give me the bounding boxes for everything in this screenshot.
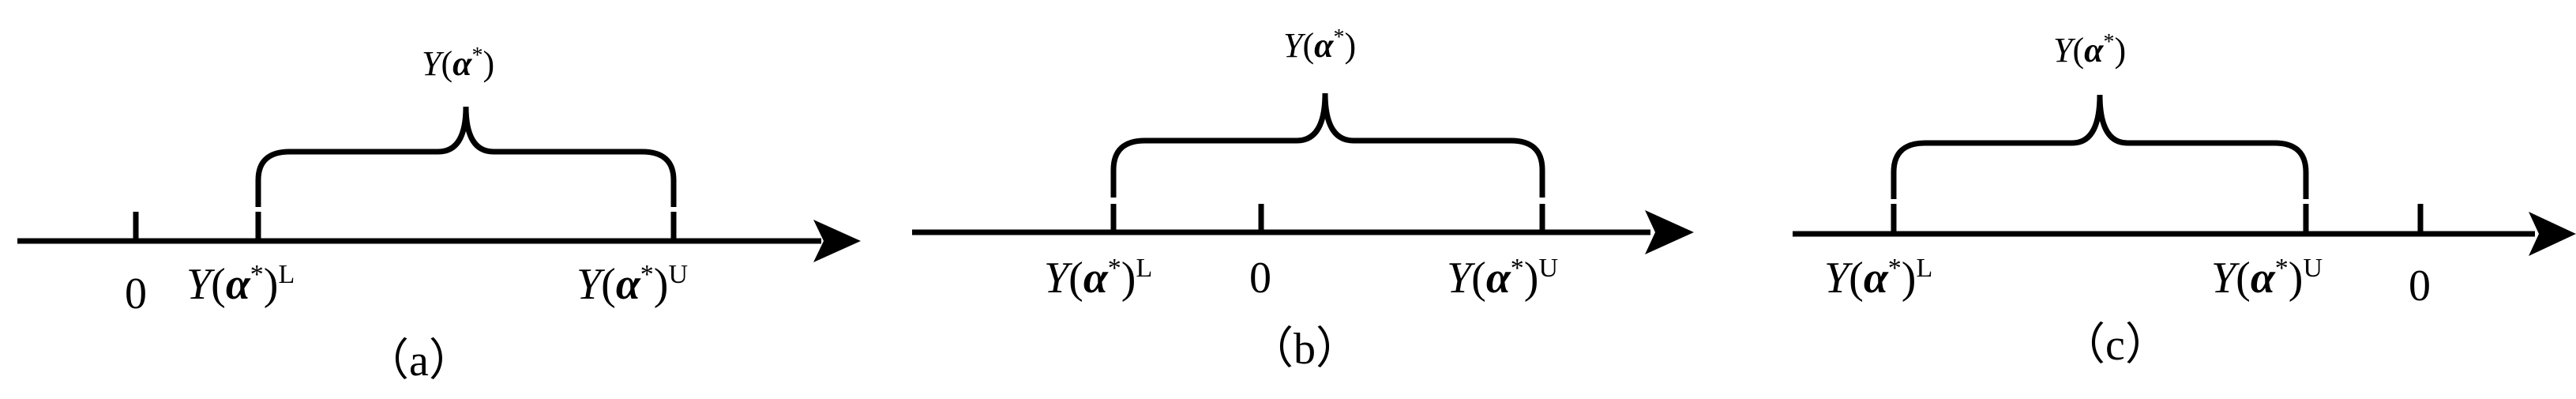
brace-label: Y(α*)	[1283, 25, 1356, 65]
arrowhead	[2529, 212, 2576, 256]
curly-brace	[1110, 92, 1545, 198]
arrowhead	[813, 220, 861, 262]
panel-a: Y(α*) 0 Y(α*)L Y(α*)U （a）	[17, 43, 861, 386]
lower-bound-label: Y(α*)L	[1044, 254, 1152, 303]
lower-bound-label: Y(α*)L	[186, 260, 295, 309]
panel-caption: （b）	[1249, 325, 1360, 374]
upper-bound-label: Y(α*)U	[576, 260, 688, 309]
arrowhead	[1645, 210, 1694, 254]
upper-bound-label: Y(α*)U	[1447, 254, 1558, 303]
brace-label: Y(α*)	[2053, 30, 2126, 70]
brace-label: Y(α*)	[422, 43, 494, 83]
panel-c: Y(α*) Y(α*)L Y(α*)U 0 （c）	[1793, 30, 2576, 370]
panel-b: Y(α*) Y(α*)L 0 Y(α*)U （b）	[912, 25, 1694, 374]
lower-bound-label: Y(α*)L	[1824, 254, 1932, 303]
upper-bound-label: Y(α*)U	[2211, 254, 2323, 303]
panel-caption: （a）	[365, 337, 473, 386]
zero-label: 0	[1249, 254, 1271, 303]
curly-brace	[1891, 94, 2309, 199]
curly-brace	[255, 106, 677, 207]
zero-label: 0	[125, 269, 147, 318]
panel-caption: （c）	[2061, 321, 2169, 370]
zero-label: 0	[2409, 262, 2431, 311]
